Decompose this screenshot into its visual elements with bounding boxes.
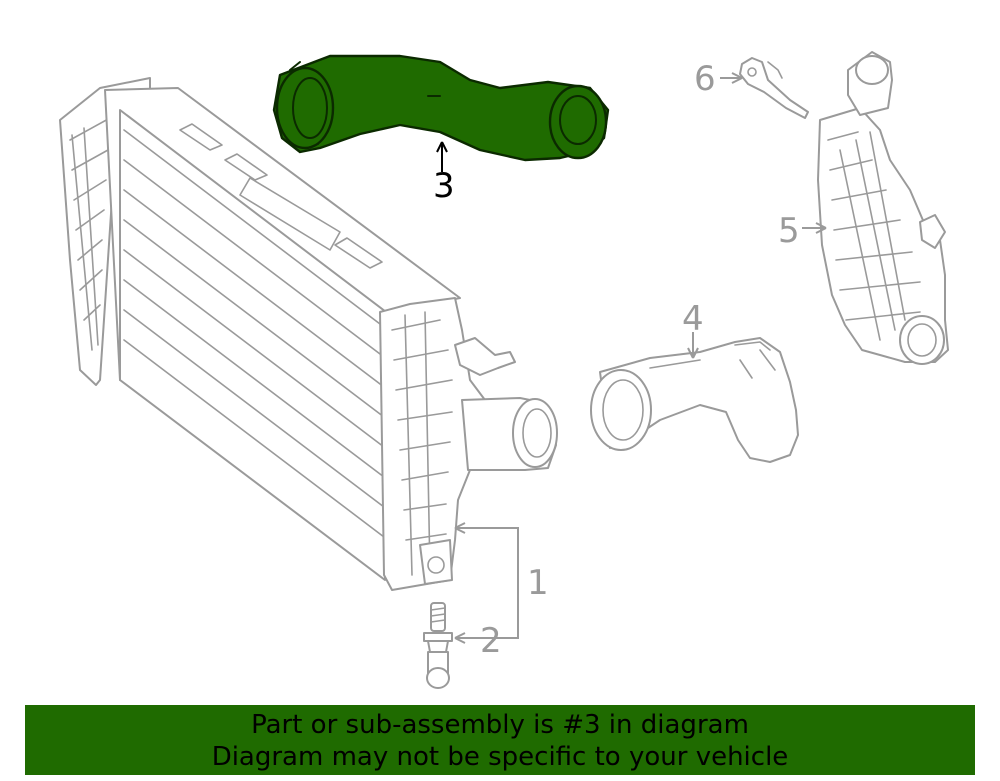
- callout-2: 2: [480, 621, 502, 661]
- banner-line-disclaimer: Diagram may not be specific to your vehi…: [211, 742, 789, 772]
- intercooler-part-1: [59, 77, 558, 591]
- clamp-part-6: [739, 57, 809, 119]
- callout-4: 4: [682, 299, 704, 339]
- banner-line-part: Part or sub-assembly is #3 in diagram: [251, 710, 749, 740]
- leader-lines: [436, 72, 827, 644]
- callout-1: 1: [527, 563, 549, 603]
- pipe-part-4: [590, 337, 799, 463]
- callout-3: 3: [433, 166, 455, 206]
- callout-6: 6: [694, 59, 716, 99]
- callout-5: 5: [778, 211, 800, 251]
- air-duct-part-5: [817, 51, 949, 365]
- part-info-banner: Part or sub-assembly is #3 in diagram Di…: [25, 705, 975, 775]
- hose-part-3: [272, 54, 610, 162]
- bolt-part-2: [423, 602, 453, 689]
